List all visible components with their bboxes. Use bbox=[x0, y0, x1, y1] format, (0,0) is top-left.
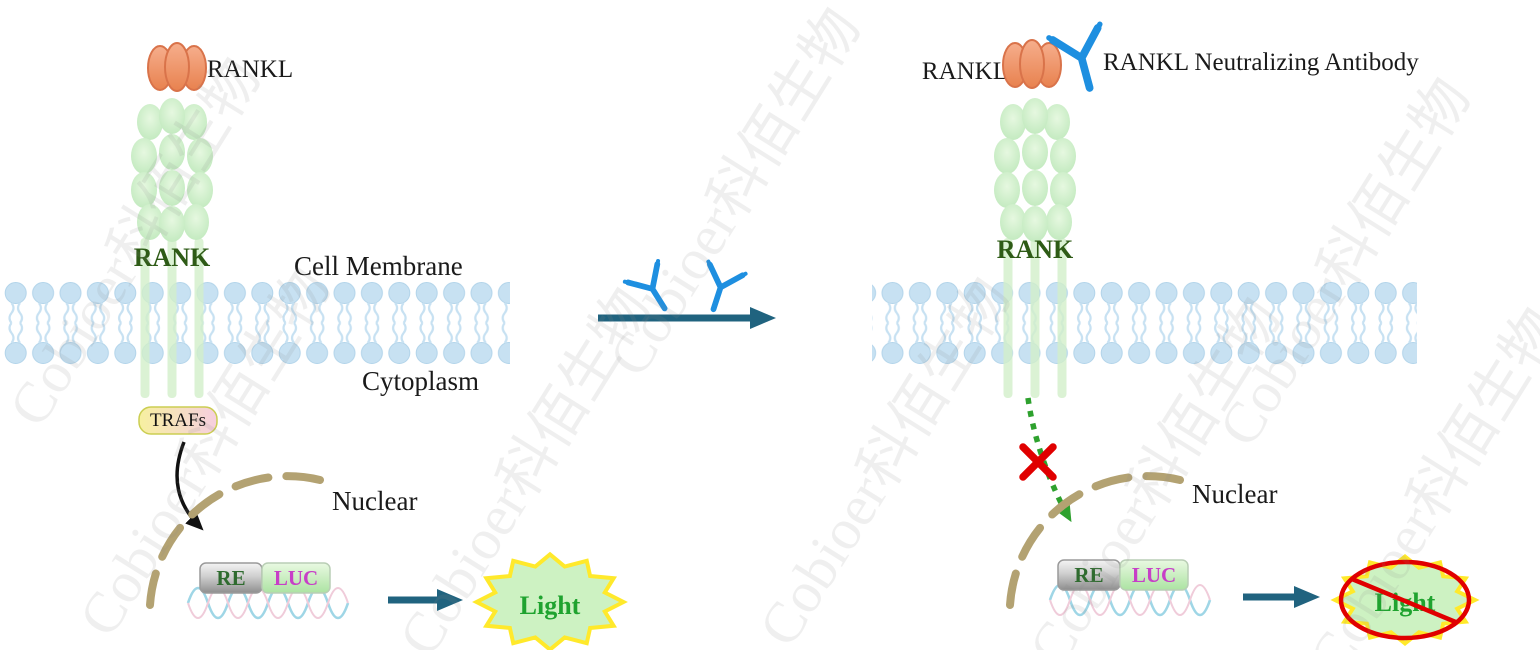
rankl-label: RANKL bbox=[207, 56, 293, 83]
luc-label: LUC bbox=[274, 566, 318, 590]
antibody-label: RANKL Neutralizing Antibody bbox=[1103, 49, 1419, 76]
rankl-trimer-icon-right bbox=[1002, 39, 1062, 89]
watermark-text: Cobioer科佰生物 bbox=[1206, 67, 1483, 457]
cell-membrane-label: Cell Membrane bbox=[294, 251, 463, 281]
signal-arrow bbox=[175, 441, 204, 531]
re-label: RE bbox=[216, 566, 245, 590]
right-cell-membrane-graphic bbox=[872, 282, 1417, 364]
luc-box bbox=[261, 562, 331, 594]
trafs-label: TRAFs bbox=[150, 410, 206, 431]
inhibition-cross-icon bbox=[1019, 443, 1057, 481]
rank-label-right: RANK bbox=[997, 235, 1074, 264]
cytoplasm-label: Cytoplasm bbox=[362, 366, 479, 396]
rankl-label-right: RANKL bbox=[922, 58, 1008, 85]
luc-box-right bbox=[1119, 559, 1189, 591]
nuclear-label: Nuclear bbox=[332, 486, 417, 516]
no-light-prohibition-icon bbox=[1338, 559, 1472, 641]
right-panel: RANKL RANKL Neutralizing Antibody RANK N… bbox=[922, 24, 1477, 646]
trafs-box bbox=[138, 406, 218, 435]
luc-label-right: LUC bbox=[1132, 563, 1176, 587]
light-label: Light bbox=[520, 591, 581, 620]
nuclear-label-right: Nuclear bbox=[1192, 479, 1277, 509]
left-cell-membrane-graphic bbox=[2, 282, 510, 364]
middle-transition bbox=[598, 261, 776, 329]
left-panel: RANKL RANK Cell Membrane Cytoplasm TRAFs… bbox=[131, 42, 624, 650]
watermark-text: Cobioer科佰生物 bbox=[596, 0, 873, 387]
re-label-right: RE bbox=[1074, 563, 1103, 587]
rank-label: RANK bbox=[134, 243, 211, 272]
